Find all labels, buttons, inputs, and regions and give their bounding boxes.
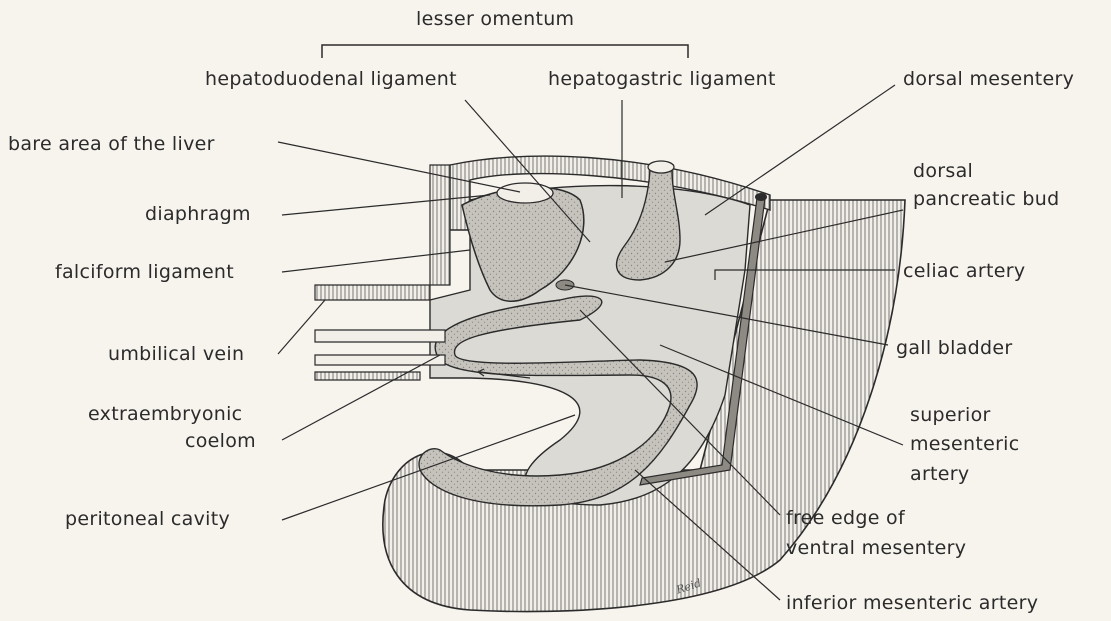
label-bare-area-of-the-liver: bare area of the liver	[8, 133, 215, 156]
leader-umbilical-vein	[278, 300, 325, 354]
label-hepatogastric-ligament: hepatogastric ligament	[548, 68, 776, 91]
label-extraembryonic-line1: extraembryonic	[88, 403, 242, 426]
label-dorsal-mesentery: dorsal mesentery	[903, 68, 1074, 91]
label-free-edge-line1: free edge of	[786, 507, 905, 530]
label-falciform-ligament: falciform ligament	[55, 261, 234, 284]
leader-dorsal-mesentery	[705, 85, 895, 215]
label-dorsal-pancreatic-bud-line1: dorsal	[913, 160, 973, 183]
label-inferior-mesenteric-artery: inferior mesenteric artery	[786, 592, 1038, 615]
label-extraembryonic-line2: coelom	[185, 430, 256, 453]
label-free-edge-line2: ventral mesentery	[786, 537, 966, 560]
label-peritoneal-cavity: peritoneal cavity	[65, 508, 230, 531]
label-celiac-artery: celiac artery	[903, 260, 1025, 283]
label-superior-mesenteric-line3: artery	[910, 463, 969, 486]
label-dorsal-pancreatic-bud-line2: pancreatic bud	[913, 188, 1060, 211]
lesser-omentum-bracket	[322, 45, 688, 58]
label-gall-bladder: gall bladder	[896, 337, 1013, 360]
label-diaphragm: diaphragm	[145, 203, 251, 226]
label-superior-mesenteric-line2: mesenteric	[910, 433, 1020, 456]
label-superior-mesenteric-line1: superior	[910, 404, 991, 427]
leader-extraembryonic	[282, 355, 440, 440]
label-umbilical-vein: umbilical vein	[108, 343, 244, 366]
label-hepatoduodenal-ligament: hepatoduodenal ligament	[205, 68, 457, 91]
label-lesser-omentum: lesser omentum	[416, 8, 574, 31]
